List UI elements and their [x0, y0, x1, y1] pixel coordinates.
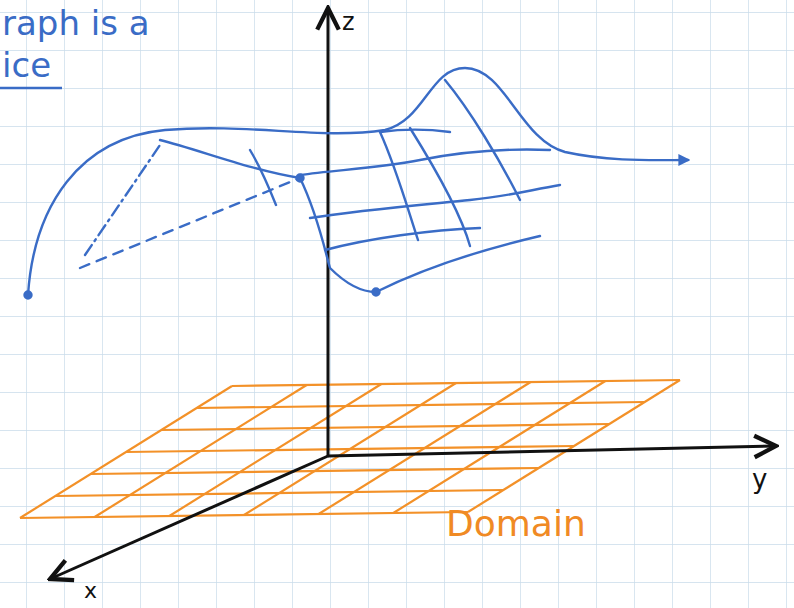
- domain-grid-line: [468, 380, 680, 512]
- axis-label: y: [752, 466, 767, 492]
- domain-grid-line: [20, 512, 468, 518]
- heading-text: raph is a: [2, 6, 150, 40]
- domain-grid-line: [55, 490, 503, 496]
- heading-text: ice: [2, 48, 51, 82]
- surface: [25, 68, 689, 299]
- x-axis: [50, 456, 328, 579]
- domain-grid-line: [91, 468, 539, 474]
- axis-label: z: [342, 10, 355, 34]
- z-axis: [327, 8, 330, 456]
- axis-label: x: [84, 580, 97, 602]
- y-axis: [328, 446, 776, 456]
- title-underline: [0, 87, 62, 89]
- axes: [50, 8, 776, 579]
- domain-label: Domain: [446, 506, 586, 542]
